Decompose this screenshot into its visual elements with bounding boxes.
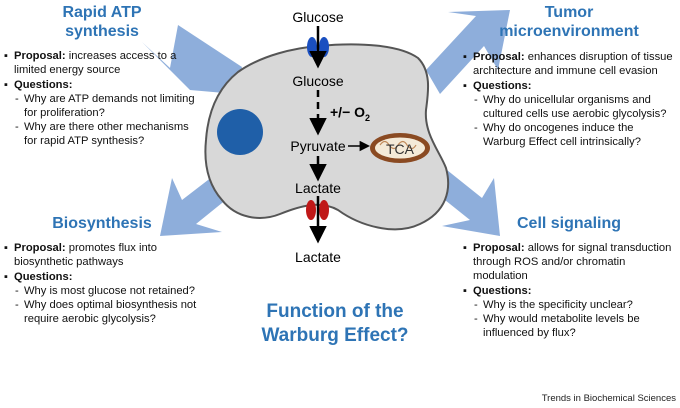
questions-biosynthesis: Questions: Why is most glucose not retai… bbox=[4, 270, 200, 326]
heading-tumor-microenvironment: Tumor microenvironment bbox=[499, 4, 639, 40]
panel-tumor-microenvironment: Tumor microenvironment Proposal: enhance… bbox=[463, 3, 675, 150]
panel-biosynthesis: Biosynthesis Proposal: promotes flux int… bbox=[4, 214, 200, 327]
mitochondrion bbox=[370, 133, 430, 163]
label-oxygen: +/− O2 bbox=[330, 104, 370, 123]
question-item: Why would metabolite levels be influence… bbox=[473, 312, 675, 340]
proposal-biosynthesis: Proposal: promotes flux into biosyntheti… bbox=[4, 241, 200, 269]
label-glucose-inside: Glucose bbox=[292, 73, 344, 89]
label-lactate-outside: Lactate bbox=[295, 249, 341, 265]
question-item: Why are there other mechanisms for rapid… bbox=[14, 120, 200, 148]
label-lactate-inside: Lactate bbox=[295, 180, 341, 196]
label-pyruvate: Pyruvate bbox=[290, 138, 345, 154]
question-item: Why is the specificity unclear? bbox=[473, 298, 675, 312]
source-credit: Trends in Biochemical Sciences bbox=[541, 393, 676, 404]
heading-cell-signaling: Cell signaling bbox=[516, 215, 621, 232]
questions-cell-signaling: Questions: Why is the specificity unclea… bbox=[463, 284, 675, 340]
panel-cell-signaling: Cell signaling Proposal: allows for sign… bbox=[463, 214, 675, 341]
panel-rapid-atp: Rapid ATP synthesis Proposal: increases … bbox=[4, 3, 200, 149]
proposal-rapid-atp: Proposal: increases access to a limited … bbox=[4, 49, 200, 77]
cell-membrane bbox=[204, 43, 450, 231]
proposal-tumor: Proposal: enhances disruption of tissue … bbox=[463, 50, 675, 78]
question-item: Why is most glucose not retained? bbox=[14, 284, 200, 298]
center-title: Function of the Warburg Effect? bbox=[261, 301, 409, 346]
question-item: Why do oncogenes induce the Warburg Effe… bbox=[473, 121, 675, 149]
questions-tumor: Questions: Why do unicellular organisms … bbox=[463, 79, 675, 149]
proposal-cell-signaling: Proposal: allows for signal transduction… bbox=[463, 241, 675, 283]
question-item: Why does optimal biosynthesis not requir… bbox=[14, 298, 200, 326]
heading-rapid-atp: Rapid ATP synthesis bbox=[62, 4, 142, 40]
label-glucose-outside: Glucose bbox=[292, 9, 344, 25]
lactate-transporter bbox=[306, 200, 329, 220]
question-item: Why do unicellular organisms and culture… bbox=[473, 93, 675, 121]
nucleus bbox=[217, 109, 263, 155]
questions-rapid-atp: Questions: Why are ATP demands not limit… bbox=[4, 78, 200, 148]
label-tca: TCA bbox=[386, 141, 415, 157]
heading-biosynthesis: Biosynthesis bbox=[52, 215, 152, 232]
oxygen-subscript: 2 bbox=[365, 113, 370, 123]
question-item: Why are ATP demands not limiting for pro… bbox=[14, 92, 200, 120]
